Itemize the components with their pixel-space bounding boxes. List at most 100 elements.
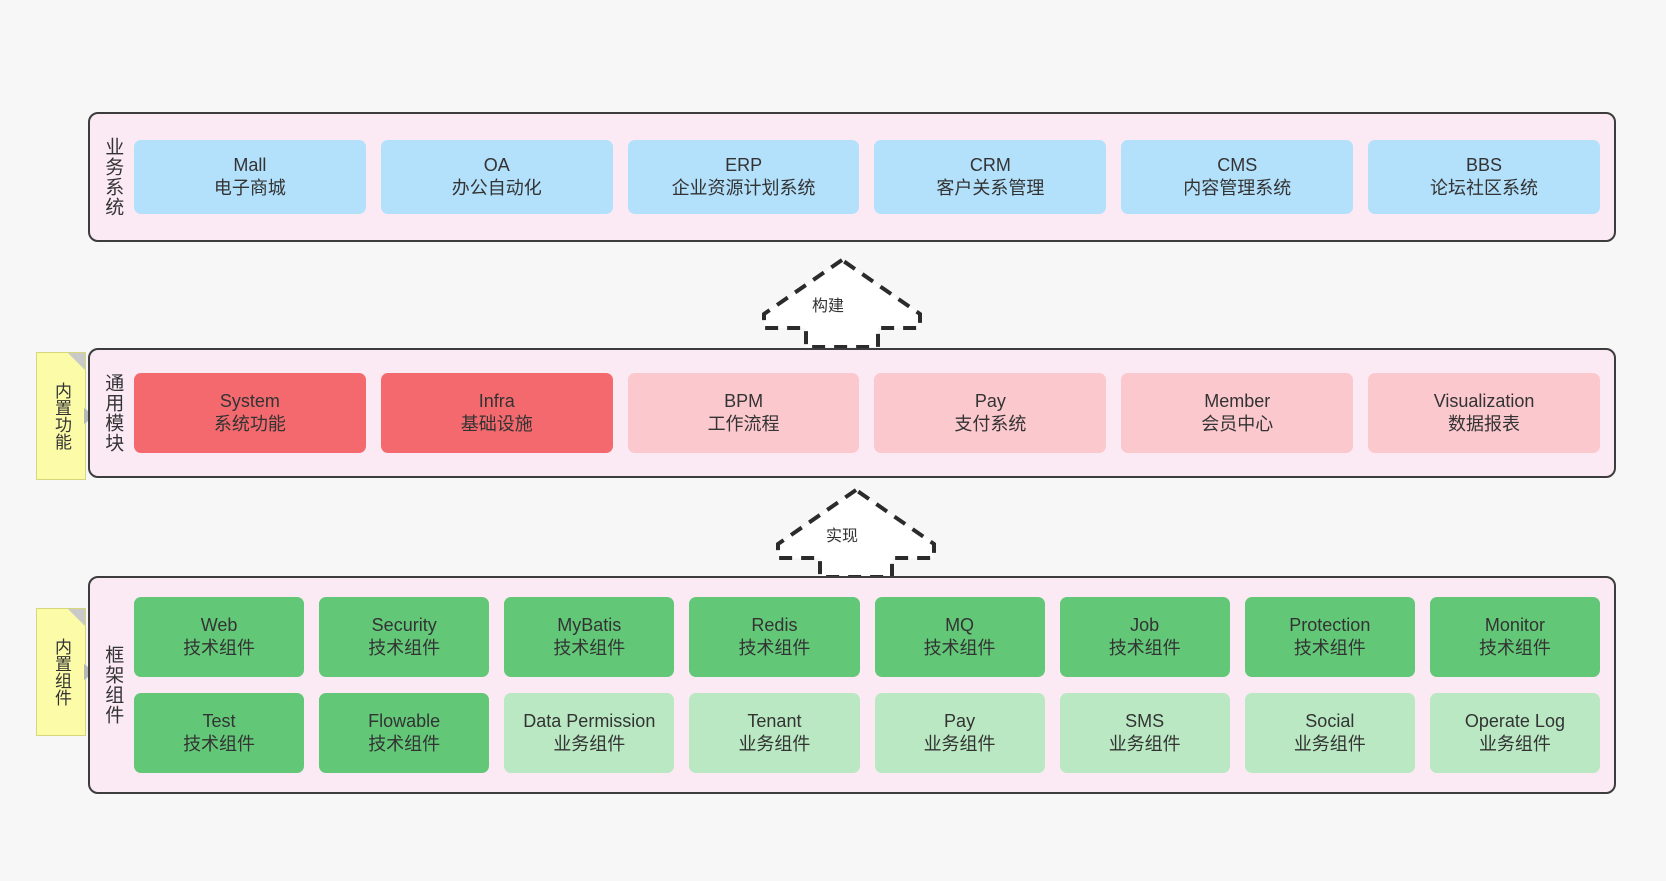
- framework-mixed-row: Test 技术组件 Flowable 技术组件 Data Permission …: [134, 693, 1600, 773]
- card-title: Web: [200, 615, 238, 636]
- card-social[interactable]: Social 业务组件: [1244, 693, 1415, 773]
- card-security[interactable]: Security 技术组件: [319, 597, 490, 677]
- card-mybatis[interactable]: MyBatis 技术组件: [504, 597, 675, 677]
- card-title: Data Permission: [523, 711, 656, 732]
- card-bpm[interactable]: BPM 工作流程: [627, 373, 860, 453]
- card-title: CRM: [969, 155, 1011, 176]
- card-web[interactable]: Web 技术组件: [134, 597, 305, 677]
- card-title: Redis: [751, 615, 798, 636]
- card-subtitle: 企业资源计划系统: [671, 178, 816, 198]
- card-bbs[interactable]: BBS 论坛社区系统: [1368, 140, 1600, 214]
- card-pay-module[interactable]: Pay 支付系统: [874, 373, 1107, 453]
- card-subtitle: 工作流程: [707, 414, 780, 434]
- connector-build-arrow: [762, 257, 922, 349]
- card-title: Visualization: [1433, 391, 1535, 412]
- card-system[interactable]: System 系统功能: [134, 373, 366, 453]
- card-oa[interactable]: OA 办公自动化: [380, 140, 613, 214]
- card-title: Protection: [1289, 615, 1371, 636]
- layer-title-common: 通用模块: [102, 373, 124, 453]
- card-operate-log[interactable]: Operate Log 业务组件: [1429, 693, 1600, 773]
- card-title: MQ: [945, 615, 975, 636]
- card-subtitle: 支付系统: [954, 414, 1027, 434]
- connector-implement-label: 实现: [826, 528, 859, 545]
- card-title: Security: [371, 615, 437, 636]
- card-erp[interactable]: ERP 企业资源计划系统: [627, 140, 860, 214]
- card-subtitle: 业务组件: [1478, 734, 1551, 754]
- card-title: Mall: [233, 155, 267, 176]
- note-builtin-components: 内置组件: [36, 608, 86, 736]
- card-job[interactable]: Job 技术组件: [1059, 597, 1230, 677]
- card-cms[interactable]: CMS 内容管理系统: [1121, 140, 1354, 214]
- card-title: BPM: [724, 391, 764, 412]
- card-sms[interactable]: SMS 业务组件: [1059, 693, 1230, 773]
- card-title: Pay: [944, 711, 976, 732]
- card-flowable[interactable]: Flowable 技术组件: [319, 693, 490, 773]
- card-tenant[interactable]: Tenant 业务组件: [689, 693, 860, 773]
- card-title: BBS: [1466, 155, 1503, 176]
- card-crm[interactable]: CRM 客户关系管理: [874, 140, 1107, 214]
- layer-title-framework: 框架组件: [102, 645, 124, 725]
- layer-body-framework: Web 技术组件 Security 技术组件 MyBatis 技术组件 Redi…: [134, 578, 1614, 792]
- card-data-permission[interactable]: Data Permission 业务组件: [504, 693, 675, 773]
- card-subtitle: 系统功能: [213, 414, 286, 434]
- card-title: Pay: [974, 391, 1006, 412]
- card-title: ERP: [725, 155, 763, 176]
- layer-body-common: System 系统功能 Infra 基础设施 BPM 工作流程 Pay 支付系统…: [134, 350, 1614, 476]
- note-label: 内置功能: [52, 382, 72, 450]
- card-monitor[interactable]: Monitor 技术组件: [1429, 597, 1600, 677]
- card-title: Monitor: [1484, 615, 1545, 636]
- card-subtitle: 技术组件: [368, 734, 441, 754]
- card-subtitle: 会员中心: [1201, 414, 1274, 434]
- card-subtitle: 业务组件: [1108, 734, 1181, 754]
- framework-tech-row: Web 技术组件 Security 技术组件 MyBatis 技术组件 Redi…: [134, 597, 1600, 677]
- layer-body-business: Mall 电子商城 OA 办公自动化 ERP 企业资源计划系统 CRM 客户关系…: [134, 114, 1614, 240]
- card-title: OA: [483, 155, 510, 176]
- card-title: Test: [202, 711, 236, 732]
- card-subtitle: 技术组件: [183, 734, 256, 754]
- card-mq[interactable]: MQ 技术组件: [874, 597, 1045, 677]
- card-test[interactable]: Test 技术组件: [134, 693, 305, 773]
- card-subtitle: 内容管理系统: [1183, 178, 1292, 198]
- layer-panel-framework: 框架组件 Web 技术组件 Security 技术组件 MyBatis 技术组件…: [88, 576, 1616, 794]
- card-title: Flowable: [368, 711, 441, 732]
- card-redis[interactable]: Redis 技术组件: [689, 597, 860, 677]
- layer-title-business: 业务系统: [102, 137, 124, 217]
- card-protection[interactable]: Protection 技术组件: [1244, 597, 1415, 677]
- card-title: MyBatis: [557, 615, 622, 636]
- card-subtitle: 基础设施: [460, 414, 533, 434]
- card-infra[interactable]: Infra 基础设施: [380, 373, 613, 453]
- common-card-row: System 系统功能 Infra 基础设施 BPM 工作流程 Pay 支付系统…: [134, 373, 1600, 453]
- card-subtitle: 技术组件: [738, 638, 811, 658]
- card-title: Operate Log: [1464, 711, 1565, 732]
- card-subtitle: 技术组件: [183, 638, 256, 658]
- card-subtitle: 业务组件: [738, 734, 811, 754]
- connector-build-label: 构建: [812, 298, 845, 315]
- card-title: Job: [1130, 615, 1160, 636]
- card-subtitle: 技术组件: [923, 638, 996, 658]
- card-title: CMS: [1217, 155, 1258, 176]
- card-subtitle: 论坛社区系统: [1430, 178, 1539, 198]
- card-subtitle: 技术组件: [553, 638, 626, 658]
- card-subtitle: 技术组件: [1293, 638, 1366, 658]
- card-subtitle: 办公自动化: [451, 178, 542, 198]
- business-card-row: Mall 电子商城 OA 办公自动化 ERP 企业资源计划系统 CRM 客户关系…: [134, 140, 1600, 214]
- card-subtitle: 业务组件: [1293, 734, 1366, 754]
- card-subtitle: 技术组件: [1478, 638, 1551, 658]
- card-member[interactable]: Member 会员中心: [1121, 373, 1354, 453]
- card-title: Social: [1305, 711, 1355, 732]
- card-subtitle: 业务组件: [923, 734, 996, 754]
- card-subtitle: 技术组件: [1108, 638, 1181, 658]
- card-visualization[interactable]: Visualization 数据报表: [1368, 373, 1600, 453]
- card-subtitle: 客户关系管理: [936, 178, 1045, 198]
- layer-panel-business: 业务系统 Mall 电子商城 OA 办公自动化 ERP 企业资源计划系统 CRM…: [88, 112, 1616, 242]
- card-title: Tenant: [747, 711, 802, 732]
- card-subtitle: 技术组件: [368, 638, 441, 658]
- note-label: 内置组件: [52, 638, 72, 706]
- card-mall[interactable]: Mall 电子商城: [134, 140, 366, 214]
- card-subtitle: 电子商城: [213, 178, 286, 198]
- card-pay-component[interactable]: Pay 业务组件: [874, 693, 1045, 773]
- layer-panel-common: 通用模块 System 系统功能 Infra 基础设施 BPM 工作流程 Pay…: [88, 348, 1616, 478]
- card-subtitle: 数据报表: [1448, 414, 1521, 434]
- card-title: Infra: [478, 391, 515, 412]
